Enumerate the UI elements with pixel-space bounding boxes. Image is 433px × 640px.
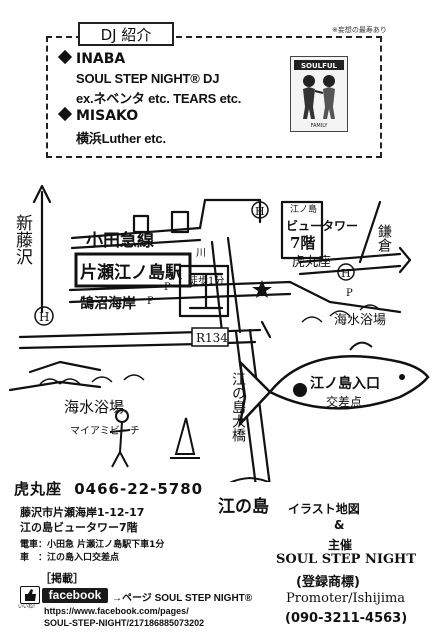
record-top-text: SOULFUL [301, 62, 338, 70]
map-label-shin-fujisawa: 新藤沢 [12, 214, 33, 265]
map-label-kamakura: 鎌倉 [376, 224, 392, 253]
map-label-walk: 徒歩1分 [188, 274, 224, 287]
facebook-url-1[interactable]: https://www.facebook.com/pages/ [44, 606, 189, 616]
diamond-bullet-icon [57, 106, 73, 122]
venue-name: 虎丸座 [14, 480, 63, 498]
dj-entry-inaba: INABA SOUL STEP NIGHT® DJ ex.ネベンタ etc. T… [57, 49, 242, 107]
facebook-link[interactable]: facebook [42, 588, 108, 603]
illustrated-map: 新藤沢 小田急線 片瀬江ノ島駅 江ノ島 ビュータワー 7階 虎丸座 鎌倉 徒歩1… [8, 184, 430, 482]
map-label-katase-station: 片瀬江ノ島駅 [80, 262, 183, 283]
venue-car: 車 ：江の島入口交差点 [20, 553, 120, 563]
map-label-toramaru: 虎丸座 [292, 255, 331, 270]
island-label: 江の島 [218, 497, 269, 517]
map-parking-mark: P [346, 288, 353, 299]
record-cover-image: SOULFUL FAMILY [290, 56, 348, 132]
map-label-kugenuma: 鵠沼海岸 [80, 295, 136, 312]
dj-note: ※妄想の最寿あり [332, 26, 387, 34]
registered-trademark: (登録商標) [296, 575, 360, 590]
facebook-page-text: →ページ SOUL STEP NIGHT® [112, 593, 253, 604]
map-hotel-mark: H [39, 310, 49, 324]
diamond-bullet-icon [57, 49, 73, 65]
map-parking-mark: P [164, 282, 171, 293]
promoter: Promoter/Ishijima [286, 591, 406, 606]
listing-label: ［掲載］ [40, 572, 84, 585]
dj-detail: 横浜Luther etc. [76, 131, 166, 146]
map-hotel-mark: H [255, 205, 265, 218]
dj-name: INABA [76, 51, 126, 67]
map-label-kawa: 川 [196, 248, 206, 259]
event-name: SOUL STEP NIGHT [276, 552, 417, 567]
map-label-intersection: 交差点 [326, 394, 362, 409]
dj-intro-box [46, 36, 382, 158]
map-hotel-mark: H [341, 267, 351, 280]
venue-train: 電車：小田急 片瀬江ノ島駅下車1分 [20, 540, 165, 550]
map-label-odakyu-line: 小田急線 [86, 230, 154, 251]
map-label-entrance: 江ノ島入口 [310, 375, 380, 392]
map-label-r134: R134 [196, 331, 228, 345]
venue-address-1: 藤沢市片瀬海岸1-12-17 [20, 506, 145, 519]
map-label-beach-left: 海水浴場 [64, 398, 124, 416]
dj-detail: SOUL STEP NIGHT® DJ [76, 71, 220, 86]
map-label-bridge: 江の島大橋 [230, 372, 246, 442]
venue-header: 虎丸座 0466-22-5780 [14, 478, 203, 499]
map-label-floor: 7階 [290, 234, 315, 252]
dj-detail: ex.ネベンタ etc. TEARS etc. [76, 91, 242, 106]
map-label-view-tower: ビュータワー [286, 218, 358, 233]
thumbs-up-icon [20, 586, 40, 604]
venue-phone: 0466-22-5780 [74, 480, 204, 498]
facebook-url-2[interactable]: SOUL-STEP-NIGHT/217186885073202 [44, 618, 205, 628]
promoter-phone: (090-3211-4563) [285, 611, 408, 626]
map-label-maiami: マイアミビーチ [70, 425, 140, 437]
map-title: イラスト地図 [288, 502, 360, 516]
dj-name: MISAKO [76, 108, 139, 124]
dj-intro-title: DJ 紹介 [78, 22, 174, 46]
record-label: FAMILY [311, 123, 329, 129]
ampersand: & [334, 518, 345, 532]
map-label-beach-right: 海水浴場 [334, 313, 386, 328]
iine-label: いいね! [18, 604, 36, 610]
dj-entry-misako: MISAKO 横浜Luther etc. [57, 106, 166, 147]
venue-address-2: 江の島ビュータワー7階 [20, 521, 138, 534]
map-parking-mark: P [147, 296, 154, 307]
host-label: 主催 [328, 538, 353, 552]
map-label-enoshima: 江ノ島 [290, 203, 317, 215]
